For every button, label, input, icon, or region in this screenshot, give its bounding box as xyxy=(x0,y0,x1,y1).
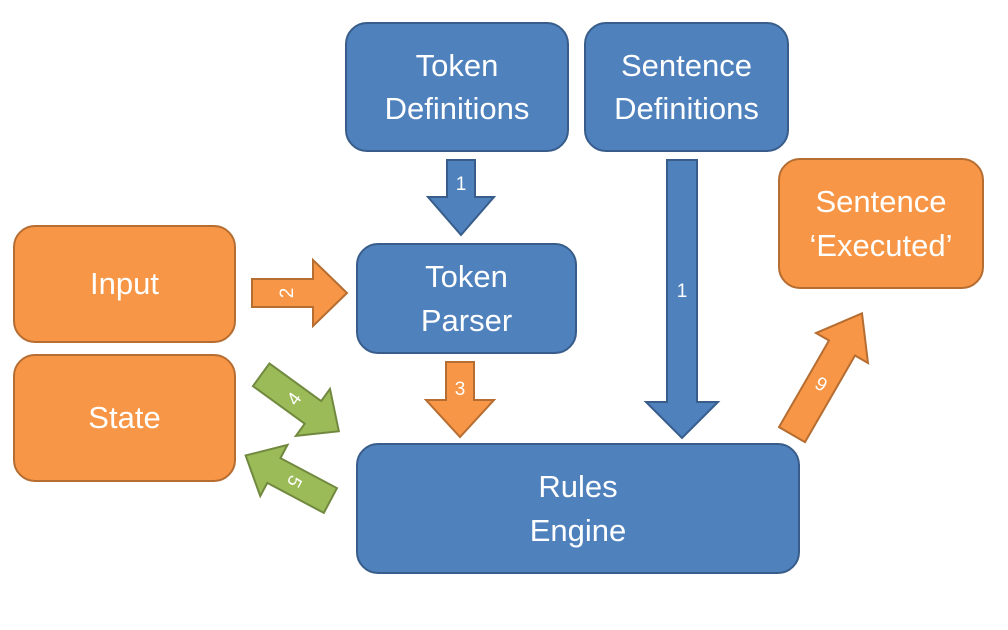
sentence-definitions-line1: Sentence xyxy=(621,47,752,83)
token-parser-line2: Parser xyxy=(420,302,513,338)
arrow-engine-to-state: 5 xyxy=(244,443,339,515)
sentence-definitions-box: Sentence Definitions xyxy=(584,22,789,152)
sentence-executed-line1: Sentence xyxy=(815,184,947,220)
token-definitions-line1: Token xyxy=(415,47,499,83)
arrow-input-to-parser: 2 xyxy=(251,257,349,329)
sentence-executed-box: Sentence ‘Executed’ xyxy=(778,158,984,289)
rules-engine-box: Rules Engine xyxy=(356,443,800,574)
rules-engine-line1: Rules xyxy=(538,469,618,505)
token-parser-box: Token Parser xyxy=(356,243,577,354)
rules-engine-line2: Engine xyxy=(529,512,627,548)
state-label: State xyxy=(88,400,161,436)
sentence-executed-line2: ‘Executed’ xyxy=(809,227,953,263)
sentence-definitions-line2: Definitions xyxy=(614,91,759,126)
arrow-sentence-defs-to-engine: 1 xyxy=(643,159,721,440)
arrow-token-defs-to-parser: 1 xyxy=(425,159,497,237)
token-definitions-box: Token Definitions xyxy=(345,22,569,152)
token-definitions-line2: Definitions xyxy=(384,91,530,126)
arrow-label-parser-to-engine: 3 xyxy=(455,379,466,400)
state-box: State xyxy=(13,354,236,482)
arrow-parser-to-engine: 3 xyxy=(423,361,497,439)
input-box: Input xyxy=(13,225,236,343)
input-label: Input xyxy=(90,266,159,302)
arrow-state-to-engine: 4 xyxy=(251,362,341,438)
arrow-engine-to-sentence-executed: 6 xyxy=(777,311,870,444)
token-parser-line1: Token xyxy=(425,259,508,295)
arrow-label-input-to-parser: 2 xyxy=(277,288,298,299)
arrow-label-token-defs-to-parser: 1 xyxy=(456,174,467,195)
arrow-label-sentence-defs-to-engine: 1 xyxy=(677,281,688,302)
